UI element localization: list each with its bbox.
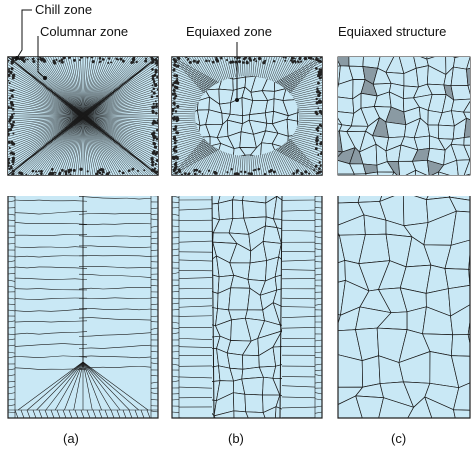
chill-zone-text: Chill zone: [35, 2, 92, 17]
panel-b-bottom: [171, 196, 323, 419]
panel-c-top: [337, 56, 471, 176]
chill-zone-label: Chill zone: [15, 2, 92, 60]
panel-a-top: [7, 56, 159, 176]
caption-b: (b): [228, 431, 244, 446]
columnar-zone-label: Columnar zone: [37, 24, 128, 80]
panel-c-bottom: [337, 196, 471, 419]
caption-a: (a): [63, 431, 79, 446]
caption-c: (c): [391, 431, 406, 446]
panel-b-top: [171, 56, 323, 176]
equiaxed-zone-text: Equiaxed zone: [186, 24, 272, 39]
equiaxed-zone-label: Equiaxed zone: [186, 24, 272, 102]
columnar-zone-text: Columnar zone: [40, 24, 128, 39]
equiaxed-structure-text: Equiaxed structure: [338, 24, 446, 39]
panel-a-bottom: [7, 196, 159, 419]
